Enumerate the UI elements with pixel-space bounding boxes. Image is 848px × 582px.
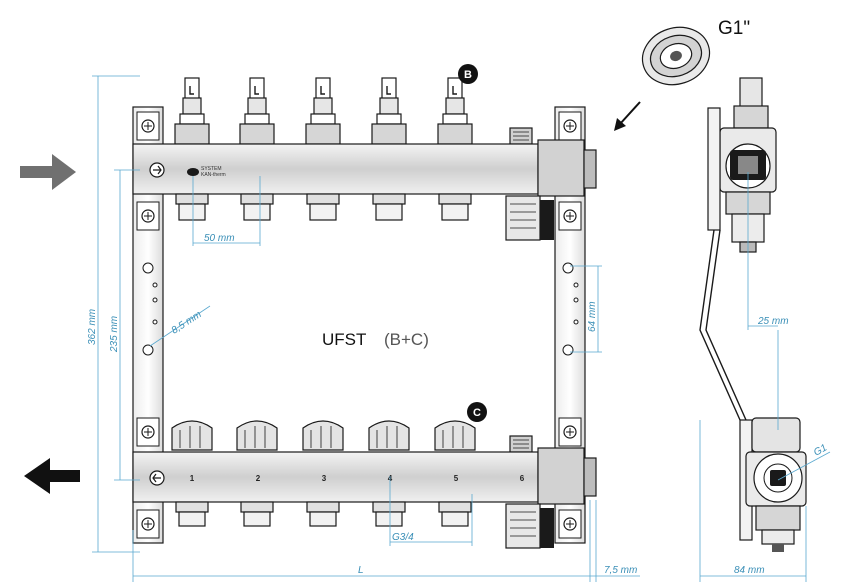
top-manifold-bar: SYSTEM KAN-therm bbox=[132, 139, 597, 197]
bottom-drain-valve bbox=[505, 503, 554, 549]
dim-thread-bottom: G3/4 bbox=[392, 532, 414, 543]
top-flowmeters bbox=[174, 77, 473, 145]
thread-label: G1" bbox=[718, 18, 750, 39]
badge-b-label: B bbox=[464, 69, 472, 81]
dim-side-thread: G1 bbox=[812, 442, 829, 458]
diagram-title: UFST bbox=[322, 330, 366, 349]
top-outlets bbox=[175, 193, 472, 221]
brand-line1: SYSTEM bbox=[201, 166, 222, 172]
bottom-manifold-bar: 1 2 3 4 5 6 bbox=[132, 447, 597, 505]
flow-in-arrow bbox=[20, 154, 76, 190]
thread-fitting bbox=[641, 26, 711, 86]
dimension-lines bbox=[92, 75, 831, 582]
bottom-valve-caps bbox=[171, 420, 476, 451]
dim-spacing: 50 mm bbox=[204, 233, 235, 244]
badge-c-label: C bbox=[473, 407, 481, 419]
outlet-number: 1 bbox=[190, 474, 195, 483]
fitting-arrow bbox=[614, 101, 641, 131]
bottom-air-vent bbox=[509, 435, 533, 453]
top-drain-valve bbox=[505, 195, 554, 241]
outlet-number: 2 bbox=[256, 474, 261, 483]
dim-offset: 7,5 mm bbox=[604, 565, 637, 576]
top-air-vent bbox=[509, 127, 533, 145]
dim-length: L bbox=[358, 565, 364, 576]
side-view bbox=[699, 77, 807, 552]
badge-b: B bbox=[458, 64, 478, 84]
dim-mount: 64 mm bbox=[587, 301, 598, 332]
dim-hole: 8,5 mm bbox=[170, 309, 204, 336]
badge-c: C bbox=[467, 402, 487, 422]
outlet-number: 6 bbox=[520, 474, 525, 483]
dim-depth: 25 mm bbox=[757, 316, 789, 327]
outlet-number: 3 bbox=[322, 474, 327, 483]
outlet-number: 5 bbox=[454, 474, 459, 483]
dim-side-width: 84 mm bbox=[734, 565, 765, 576]
brand-line2: KAN-therm bbox=[201, 172, 226, 178]
flow-out-arrow bbox=[24, 458, 80, 494]
bottom-outlets bbox=[175, 501, 472, 527]
diagram-subtitle: (B+C) bbox=[384, 330, 429, 349]
dim-height-total: 362 mm bbox=[87, 309, 98, 345]
dim-height-inner: 235 mm bbox=[109, 316, 120, 353]
